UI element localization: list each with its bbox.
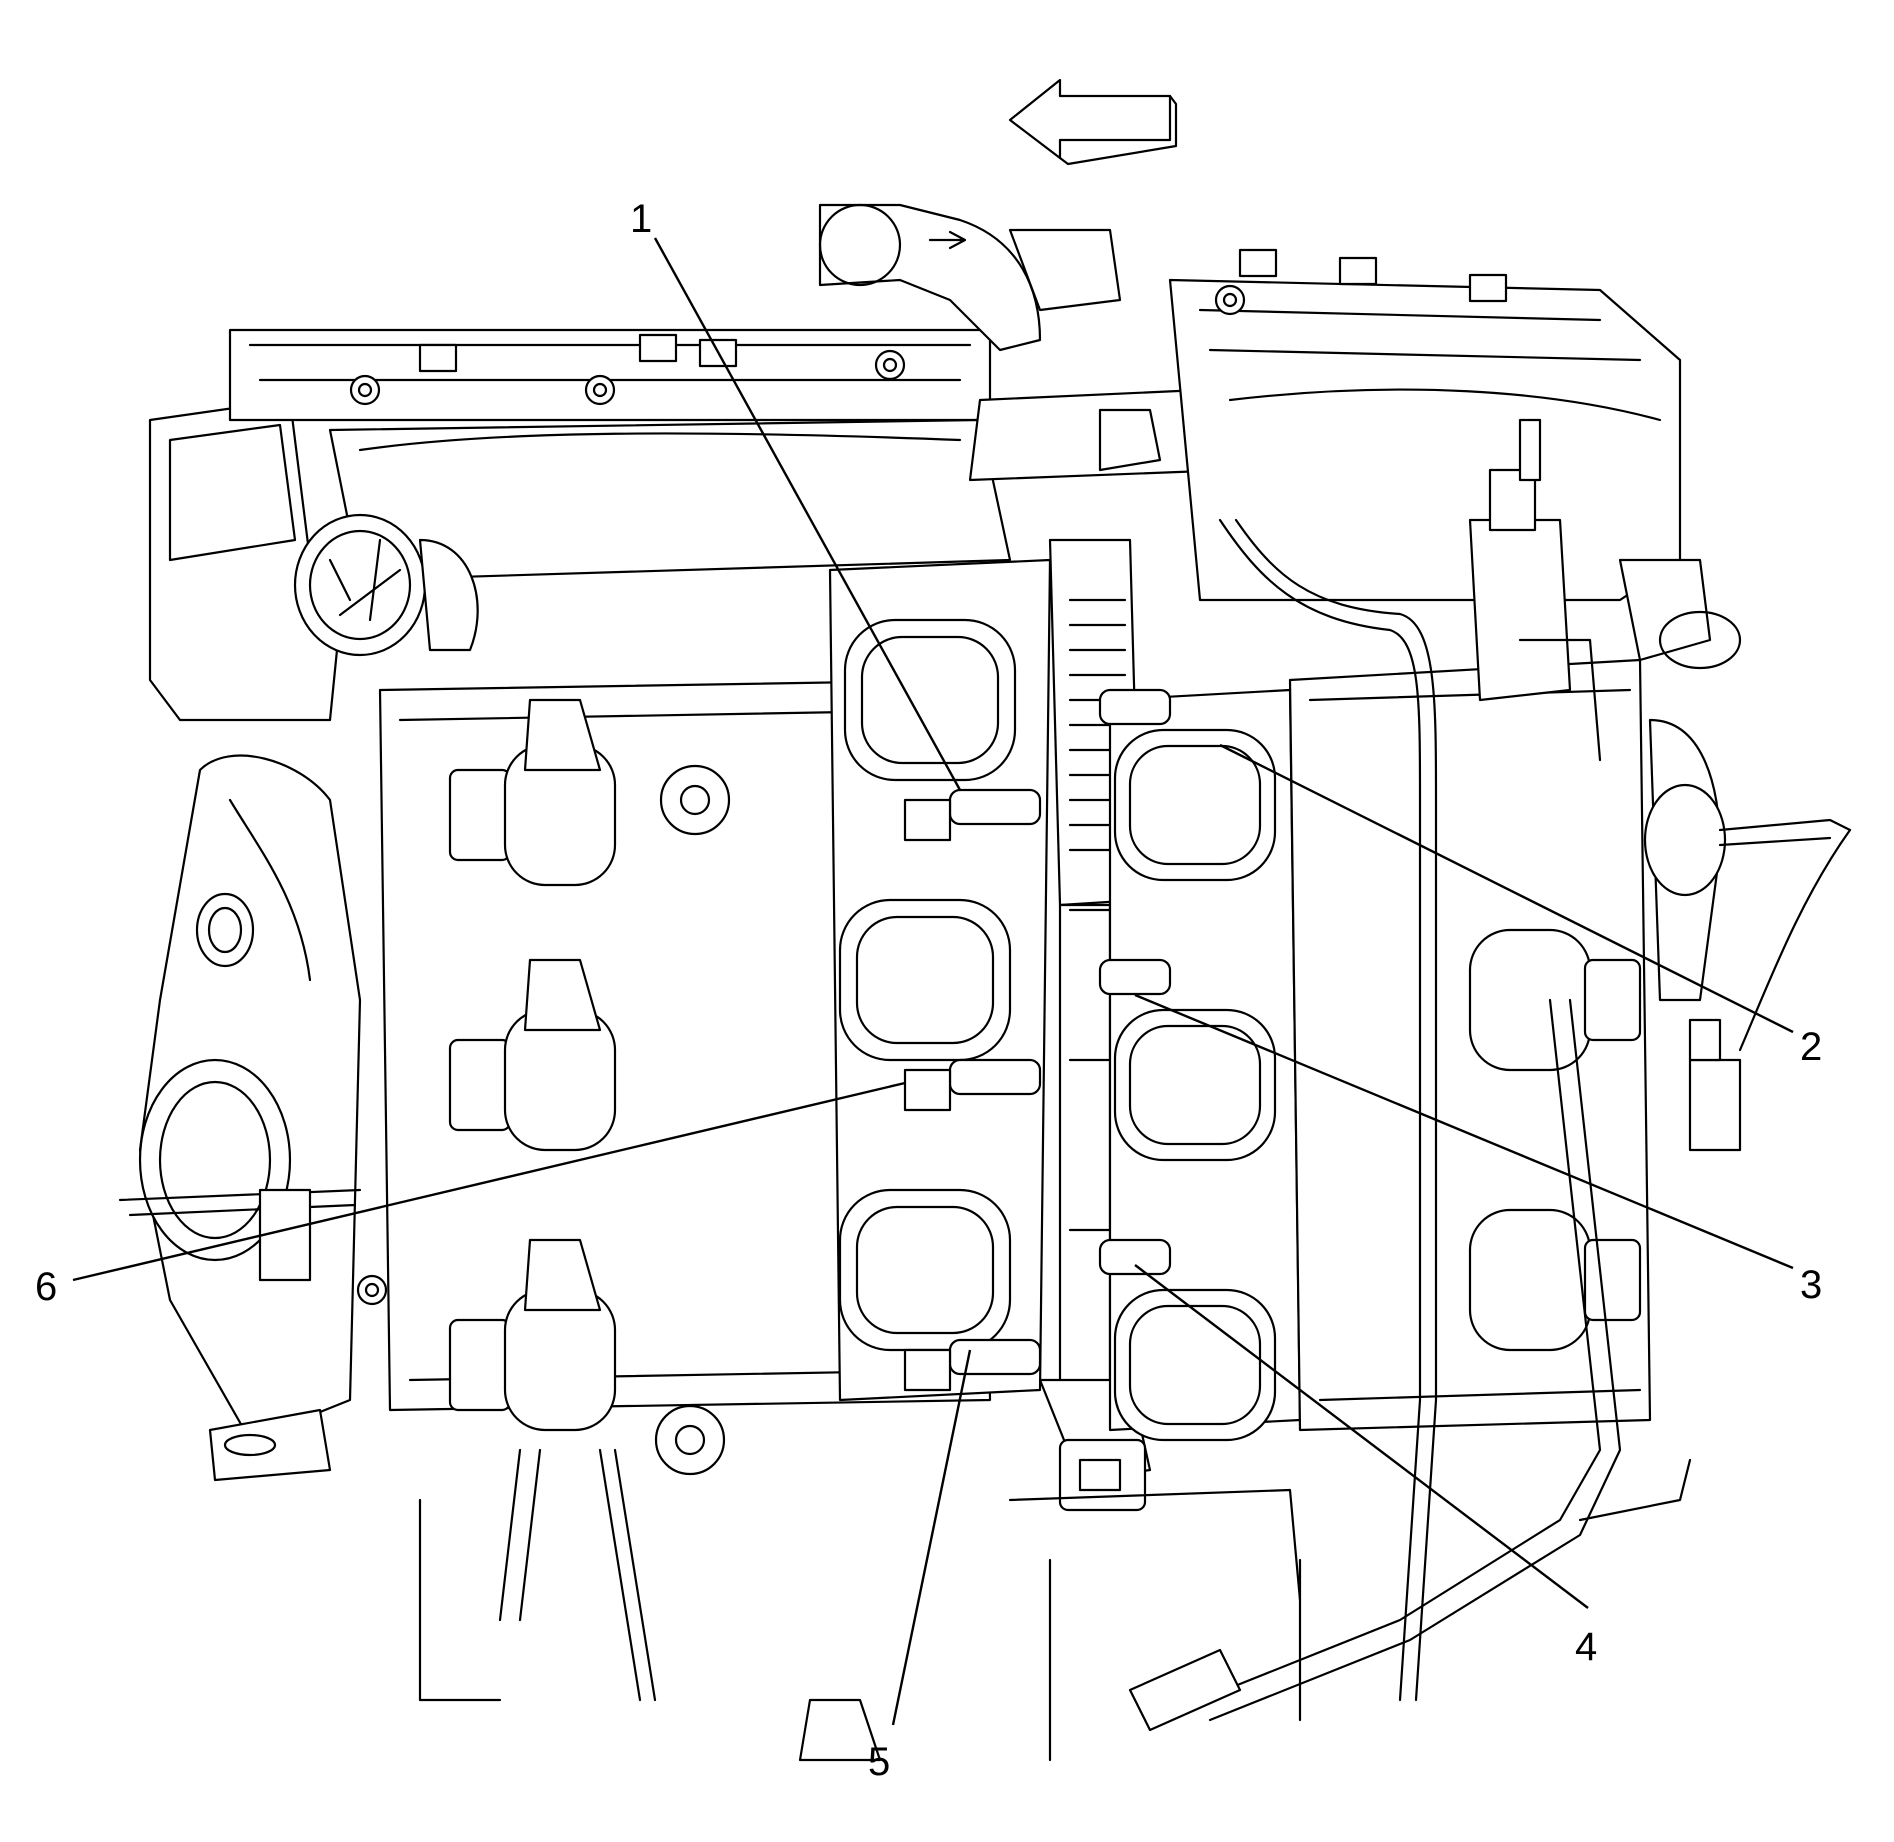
bolt-icon <box>874 349 906 381</box>
right-intake-runners <box>1098 688 1302 1442</box>
fuel-injector <box>903 1338 1042 1392</box>
bolt-icon <box>659 764 731 836</box>
callouts: 1 2 3 4 5 6 <box>35 197 1822 1784</box>
ignition-coil <box>1468 928 1642 1072</box>
fuel-injector <box>903 788 1042 842</box>
callout-leaders <box>72 237 1794 1726</box>
callout-label-6: 6 <box>35 1265 57 1309</box>
fuel-injector <box>903 1058 1042 1112</box>
left-exhaust-area <box>118 754 362 1482</box>
bolt-icon <box>349 374 381 406</box>
bolt-icon <box>356 1274 388 1306</box>
ignition-coil <box>448 698 617 887</box>
wiring-harness <box>228 518 1692 1762</box>
callout-label-2: 2 <box>1800 1025 1822 1069</box>
callout-label-4: 4 <box>1575 1625 1597 1669</box>
right-exhaust-area <box>1643 718 1852 1152</box>
fuel-injector <box>1098 1238 1172 1276</box>
fuel-rail-ribs <box>1068 598 1127 852</box>
ignition-coil <box>448 958 617 1152</box>
callout-label-5: 5 <box>868 1740 890 1784</box>
bolt-icon <box>1214 284 1246 316</box>
fuel-injector <box>1098 958 1172 996</box>
callout-label-1: 1 <box>630 197 652 241</box>
callout-label-3: 3 <box>1800 1263 1822 1307</box>
right-cylinder-head <box>1168 248 1742 1432</box>
bolt-icon <box>584 374 616 406</box>
intake-runners <box>828 558 1052 1402</box>
bolt-icon <box>654 1404 726 1476</box>
left-cylinder-head <box>148 328 1012 722</box>
fuel-injector <box>1098 688 1172 726</box>
left-arrow-icon <box>1008 78 1178 166</box>
coolant-outlet <box>818 203 1122 352</box>
ignition-coil <box>448 1238 617 1432</box>
